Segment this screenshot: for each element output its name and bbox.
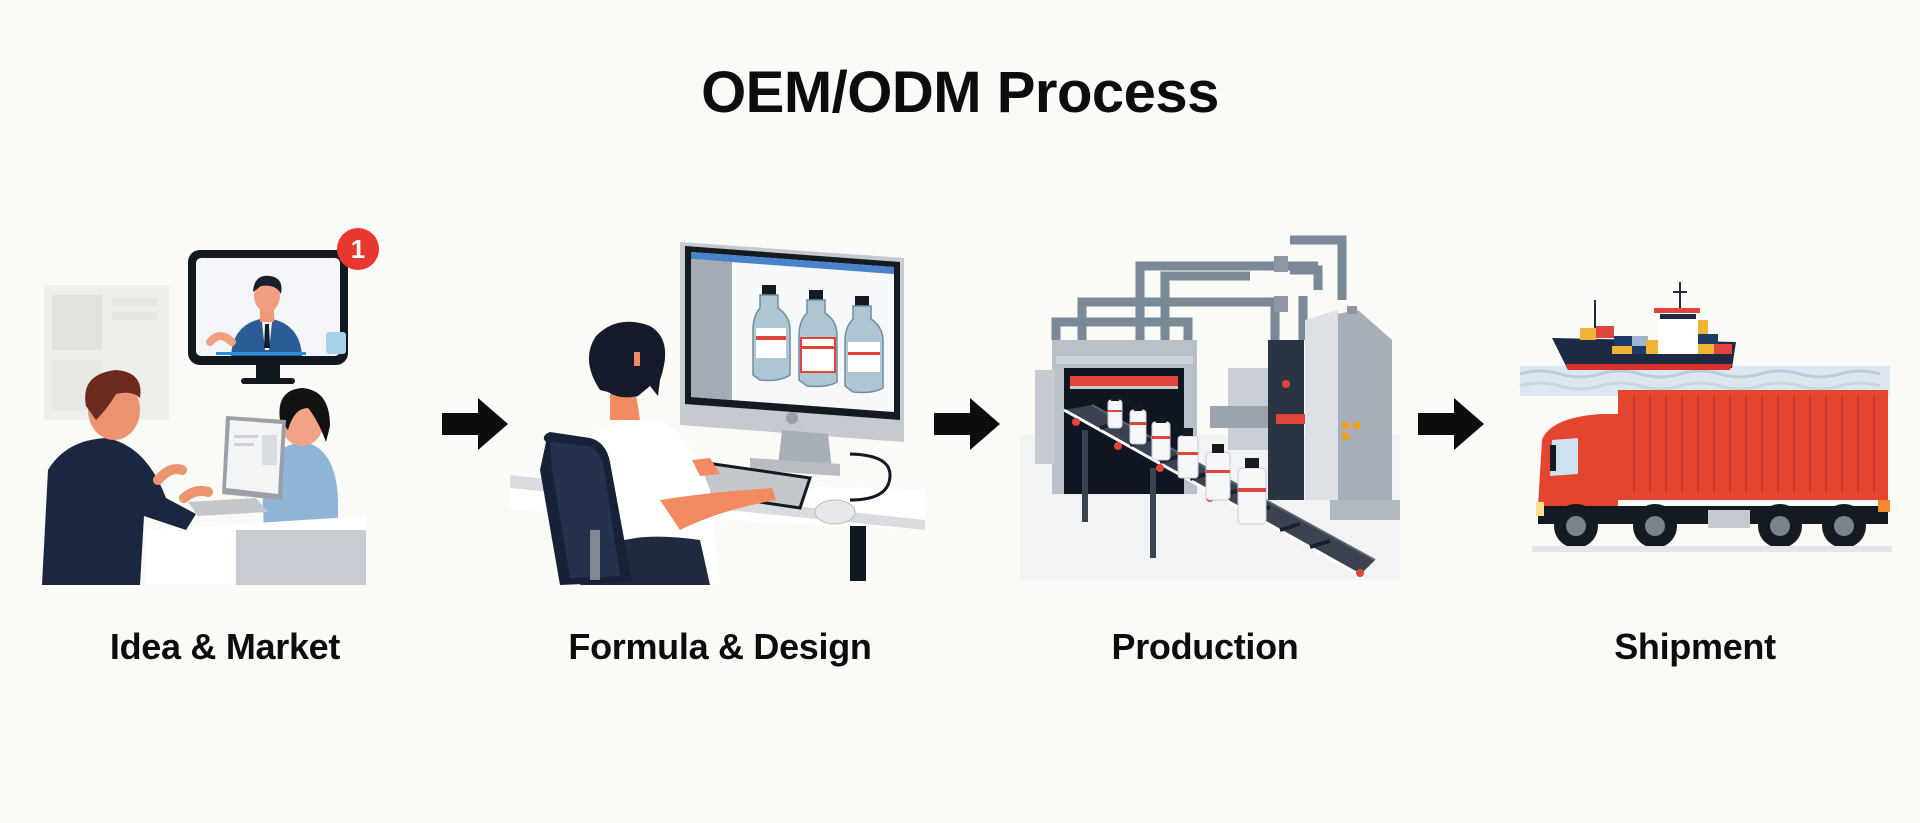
cargo-ship: [1552, 282, 1736, 370]
pipes: [1051, 235, 1347, 370]
step-formula-design: [510, 230, 930, 585]
notification-badge: 1: [337, 228, 379, 270]
laptop: [222, 416, 286, 500]
step-label-idea-market: Idea & Market: [109, 626, 341, 667]
step-label-production: Production: [1111, 626, 1299, 667]
wall-monitor: [188, 250, 348, 384]
desktop-monitor: [680, 242, 904, 476]
cargo-ship-and-truck-illustration: [1519, 282, 1892, 552]
man-in-suit: [42, 370, 213, 585]
bottling-production-line-illustration: [1020, 235, 1400, 580]
office-chair: [540, 432, 632, 585]
truck-wheels: [1554, 504, 1866, 548]
step-label-shipment: Shipment: [1614, 626, 1776, 667]
road: [1532, 546, 1892, 552]
diagram-title: OEM/ODM Process: [701, 60, 1219, 125]
right-arrow-icon: [442, 398, 508, 450]
container-truck: [1536, 390, 1890, 548]
keyboard: [188, 498, 268, 516]
bottles-on-conveyor: [1107, 399, 1267, 525]
right-arrow-icon: [1418, 398, 1484, 450]
step-shipment: [1450, 270, 1900, 560]
step-production: [1020, 230, 1400, 585]
storage-tank: [1305, 306, 1400, 520]
step-label-formula-design: Formula & Design: [568, 626, 872, 667]
bottle-mockups: [752, 285, 884, 394]
step-idea-market: 1: [36, 228, 406, 585]
video-meeting-illustration: [42, 250, 366, 585]
designer-at-computer-illustration: [510, 242, 925, 585]
mouse: [814, 499, 856, 525]
right-arrow-icon: [934, 398, 1000, 450]
